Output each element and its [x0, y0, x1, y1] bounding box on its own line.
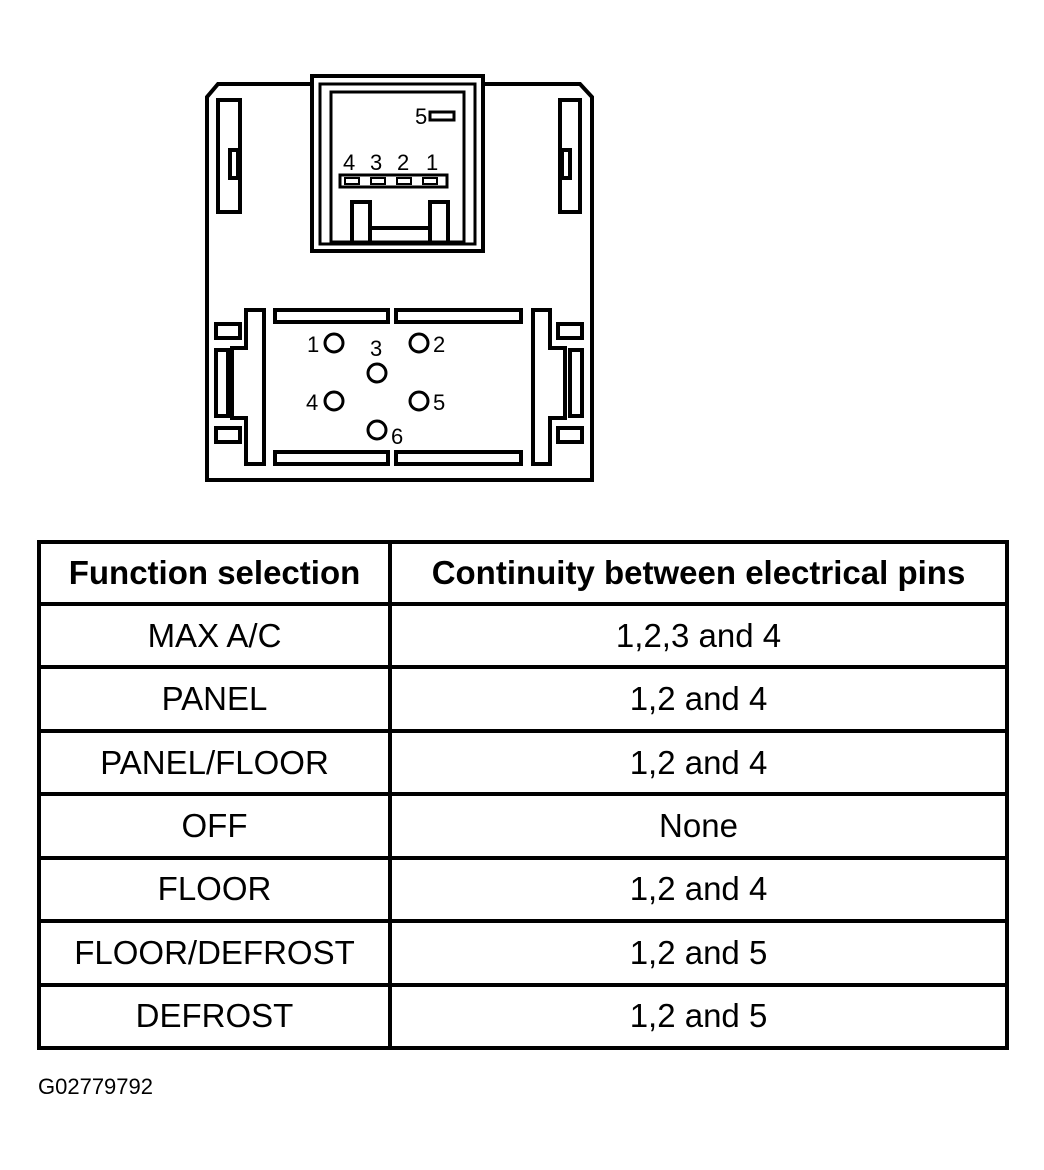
bottom-pin-label-4: 4 — [306, 390, 318, 415]
top-pin-label-1: 1 — [426, 150, 438, 175]
top-pin-label-3: 3 — [370, 150, 382, 175]
bottom-pin-label-5: 5 — [433, 390, 445, 415]
bottom-pin-6 — [366, 419, 388, 441]
header-function-selection: Function selection — [37, 540, 392, 606]
function-cell: MAX A/C — [37, 601, 392, 670]
function-cell: DEFROST — [37, 982, 392, 1051]
top-pin-label-5: 5 — [415, 104, 427, 129]
top-connector — [310, 74, 485, 253]
connector-diagram: 4 3 2 1 5 1 2 3 4 5 6 — [205, 74, 594, 482]
table-row: PANEL 1,2 and 4 — [37, 665, 1009, 733]
table-header-row: Function selection Continuity between el… — [37, 540, 1009, 606]
continuity-table: Function selection Continuity between el… — [37, 540, 1009, 1051]
function-cell: FLOOR/DEFROST — [37, 919, 392, 987]
figure-id: G02779792 — [38, 1074, 153, 1099]
table-row: FLOOR/DEFROST 1,2 and 5 — [37, 919, 1009, 987]
bottom-pin-5 — [408, 390, 430, 412]
table-row: OFF None — [37, 792, 1009, 860]
bottom-pin-label-3: 3 — [370, 336, 382, 361]
table-row: PANEL/FLOOR 1,2 and 4 — [37, 728, 1009, 797]
continuity-cell: None — [388, 792, 1009, 860]
continuity-cell: 1,2 and 4 — [388, 728, 1009, 797]
top-pin-label-2: 2 — [397, 150, 409, 175]
bottom-pin-2 — [408, 332, 430, 354]
table-row: MAX A/C 1,2,3 and 4 — [37, 601, 1009, 670]
bottom-pin-4 — [323, 390, 345, 412]
bottom-pin-label-2: 2 — [433, 332, 445, 357]
top-pin-label-4: 4 — [343, 150, 355, 175]
table-row: DEFROST 1,2 and 5 — [37, 982, 1009, 1051]
function-cell: FLOOR — [37, 855, 392, 924]
bottom-pin-1 — [323, 332, 345, 354]
bottom-connector — [214, 308, 584, 466]
function-cell: OFF — [37, 792, 392, 860]
bottom-pin-3 — [366, 362, 388, 384]
function-cell: PANEL/FLOOR — [37, 728, 392, 797]
continuity-cell: 1,2 and 4 — [388, 855, 1009, 924]
bottom-pin-label-1: 1 — [307, 332, 319, 357]
function-cell: PANEL — [37, 665, 392, 733]
continuity-cell: 1,2,3 and 4 — [388, 601, 1009, 670]
left-upper-clip — [216, 98, 242, 214]
table-row: FLOOR 1,2 and 4 — [37, 855, 1009, 924]
continuity-cell: 1,2 and 5 — [388, 919, 1009, 987]
right-upper-clip — [558, 98, 582, 214]
continuity-cell: 1,2 and 5 — [388, 982, 1009, 1051]
header-continuity: Continuity between electrical pins — [388, 540, 1009, 606]
bottom-pin-label-6: 6 — [391, 424, 403, 449]
continuity-cell: 1,2 and 4 — [388, 665, 1009, 733]
